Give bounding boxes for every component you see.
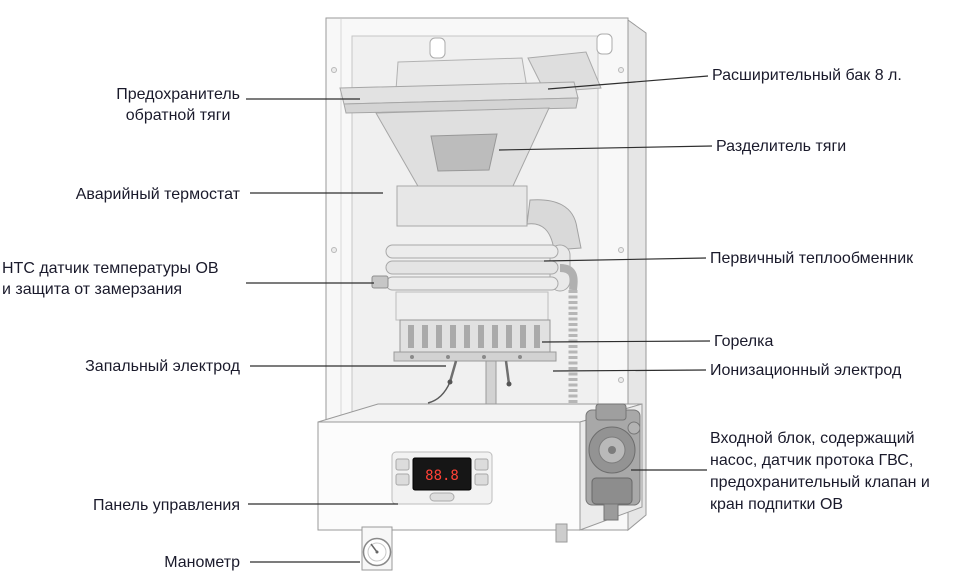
label-ignition-electrode: Запальный электрод <box>85 358 240 375</box>
flex-hose <box>559 264 578 416</box>
callout-line-draft-divider <box>498 145 713 151</box>
callout-line-expansion-tank <box>547 75 709 90</box>
panel-button[interactable] <box>474 458 489 471</box>
control-display: 88.8 <box>391 451 493 505</box>
label-manometer: Манометр <box>164 554 240 571</box>
label-ntc-sensor: НТС датчик температуры ОВ и защита от за… <box>2 260 219 298</box>
electrodes <box>427 360 512 404</box>
label-ionization-electrode: Ионизационный электрод <box>710 362 902 379</box>
callout-line-burner <box>541 340 711 343</box>
burner <box>393 291 557 362</box>
ionization-electrode-part <box>504 360 511 385</box>
label-draft-divider: Разделитель тяги <box>716 138 847 155</box>
display-digits: 88.8 <box>425 468 459 484</box>
heat-exchanger <box>371 244 571 292</box>
callout-line-ionization <box>552 369 707 372</box>
label-emergency-thermostat: Аварийный термостат <box>75 186 240 203</box>
label-expansion-tank: Расширительный бак 8 л. <box>712 67 902 84</box>
panel-button[interactable] <box>429 492 455 502</box>
ntc-sensor-part <box>371 275 389 289</box>
ignition-electrode-part <box>448 360 458 383</box>
callout-line-heat-exchanger <box>543 257 707 262</box>
pressure-gauge <box>361 526 393 571</box>
panel-button[interactable] <box>395 458 410 471</box>
draft-hood <box>339 51 602 114</box>
pump-assembly <box>555 403 641 543</box>
label-inlet-block: Входной блок, содержащий насос, датчик п… <box>710 430 930 513</box>
callout-lines <box>246 75 713 563</box>
label-backdraft-fuse: Предохранитель обратной тяги <box>116 86 240 124</box>
panel-button[interactable] <box>395 473 410 486</box>
label-burner: Горелка <box>714 333 774 350</box>
label-primary-heat-exchanger: Первичный теплообменник <box>710 250 914 267</box>
panel-button[interactable] <box>474 473 489 486</box>
label-control-panel: Панель управления <box>93 497 240 514</box>
draft-diverter <box>375 107 582 251</box>
